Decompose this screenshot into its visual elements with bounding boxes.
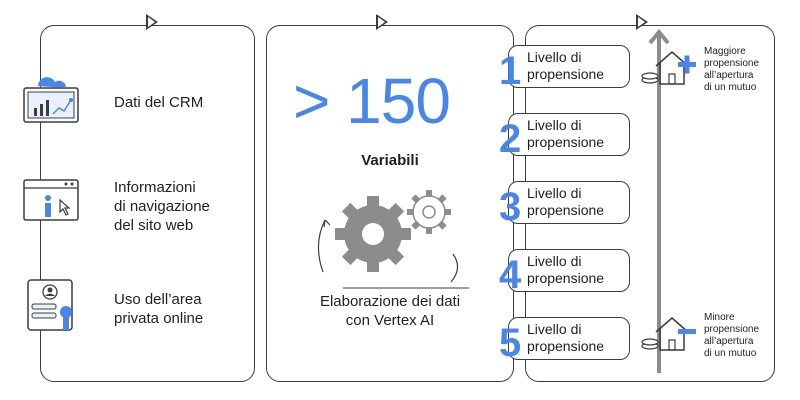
lower-propensity-label: Minore propensione all’apertura di un mu… (704, 312, 760, 359)
propensity-scale-arrow-icon (648, 28, 670, 373)
level-box-1: Livello di propensione (508, 45, 630, 88)
level-box-2: Livello di propensione (508, 113, 630, 156)
house-minus-icon (641, 317, 696, 351)
level-number-1: 1 (499, 49, 522, 93)
level-box-3: Livello di propensione (508, 181, 630, 224)
higher-propensity-label: Maggiore propensione all’apertura di un … (704, 46, 760, 93)
gears-icon (317, 190, 469, 289)
variables-label: Variabili (361, 152, 419, 169)
level-number-5: 5 (499, 321, 522, 365)
website-info-icon (23, 179, 79, 221)
processing-caption: Elaborazione dei dati con Vertex AI (319, 293, 461, 329)
level-number-2: 2 (499, 117, 522, 161)
source-label-crm: Dati del CRM (114, 94, 204, 111)
house-plus-icon (641, 51, 696, 85)
private-area-icon (27, 279, 73, 331)
variables-count: > 150 (293, 65, 451, 137)
source-label-private-area: Uso dell’area privata online (114, 291, 204, 327)
level-number-4: 4 (499, 253, 522, 297)
source-label-website: Informazioni di navigazione del sito web (114, 179, 210, 234)
flow-arrow-icon (376, 14, 388, 30)
flow-arrow-icon (636, 14, 648, 30)
crm-dashboard-icon (23, 77, 79, 123)
level-number-3: 3 (499, 185, 522, 229)
level-box-5: Livello di propensione (508, 317, 630, 360)
processing-panel: > 150 Variabili (266, 25, 514, 382)
flow-arrow-icon (146, 14, 158, 30)
level-box-4: Livello di propensione (508, 249, 630, 292)
